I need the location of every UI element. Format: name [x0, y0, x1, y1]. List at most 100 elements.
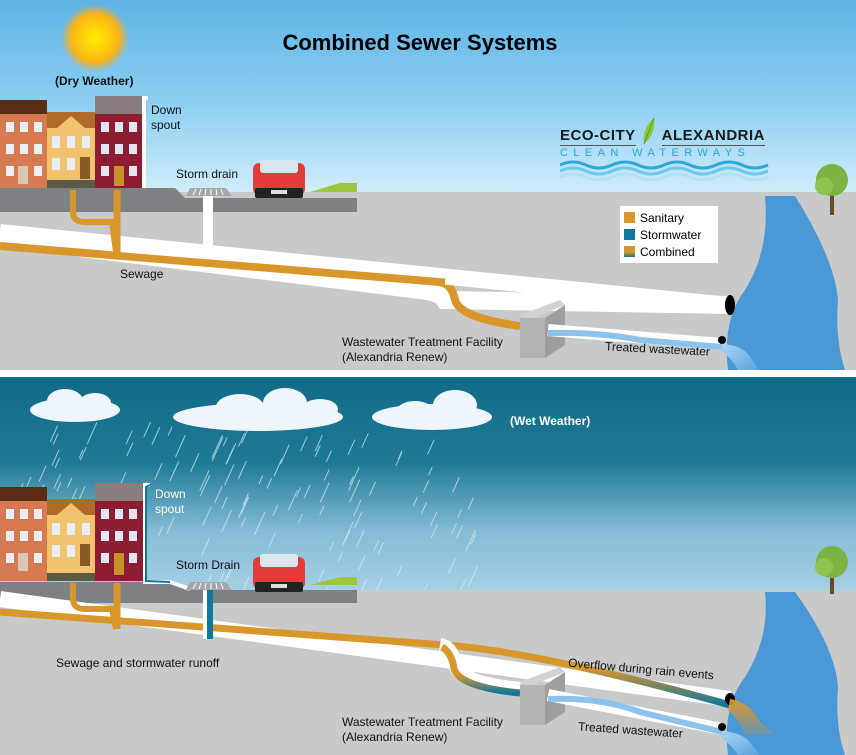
- legend-item-sanitary: Sanitary: [624, 209, 714, 226]
- downspout-label-line2: spout: [155, 502, 185, 516]
- dry-scene: [0, 0, 856, 370]
- rain-streak: [79, 446, 87, 461]
- leaf-icon: [643, 117, 655, 145]
- rain-streak: [465, 529, 476, 552]
- legend: Sanitary Stormwater Combined: [620, 206, 718, 263]
- rain-streak: [349, 476, 354, 486]
- storm-drain-grate: [186, 582, 232, 590]
- rain-streak: [337, 551, 343, 562]
- facility-label-line2: (Alexandria Renew): [342, 350, 448, 364]
- rain-streak: [455, 525, 463, 540]
- rain-streak: [349, 479, 361, 503]
- sewage-label: Sewage: [120, 267, 164, 281]
- rain-streak: [222, 437, 228, 447]
- rain-streak: [166, 516, 175, 534]
- rain-streak: [200, 537, 211, 557]
- legend-label: Stormwater: [640, 227, 702, 242]
- rain-streak: [373, 539, 380, 552]
- rain-streak: [354, 511, 363, 529]
- rain-streak: [422, 480, 430, 493]
- tree-icon: [815, 546, 848, 594]
- legend-swatch-sanitary: [624, 212, 635, 223]
- rain-streak: [78, 449, 84, 459]
- rain-streak: [199, 474, 211, 497]
- legend-item-combined: Combined: [624, 243, 714, 260]
- rain-streak: [38, 465, 47, 482]
- river: [726, 592, 845, 755]
- rain-streak: [368, 481, 376, 496]
- downspout: [142, 96, 148, 188]
- rain-streak: [470, 533, 477, 545]
- rain-streak: [342, 521, 354, 546]
- car: [253, 554, 305, 592]
- rain-streak: [427, 439, 435, 455]
- sun-icon: [61, 4, 129, 72]
- rain-streak: [226, 568, 233, 580]
- rain-streak: [448, 558, 456, 574]
- rain-streak: [214, 485, 223, 503]
- rain-streak: [451, 523, 457, 534]
- rain-streak: [53, 473, 62, 490]
- rain-streak: [167, 426, 173, 436]
- rain-streak: [397, 450, 403, 460]
- storm-drain-label: Storm drain: [176, 167, 239, 181]
- rain-streak: [357, 554, 366, 572]
- rain-streak: [125, 430, 133, 445]
- rain-streak: [355, 530, 365, 548]
- storm-drain-label: Storm Drain: [176, 558, 241, 572]
- rain-streak: [190, 453, 200, 472]
- rain-streak: [56, 481, 62, 492]
- rain-streak: [51, 449, 60, 466]
- rain-streak: [300, 436, 308, 452]
- rain-streak: [225, 448, 234, 465]
- downspout-label-line2: spout: [151, 118, 181, 132]
- rain-streak: [347, 439, 356, 456]
- rain-streak: [429, 511, 438, 527]
- downspout-label-line1: Down: [151, 103, 182, 117]
- rain-streak: [397, 565, 403, 576]
- rain-streak: [348, 467, 360, 491]
- runoff-label: Sewage and stormwater runoff: [56, 656, 220, 670]
- rain-streak: [395, 452, 403, 467]
- rain-streak: [325, 450, 332, 463]
- townhouses: [0, 483, 143, 581]
- rain-streak: [224, 464, 235, 486]
- rain-streak: [237, 496, 249, 519]
- rain-streak: [319, 505, 325, 516]
- wet-scene: [0, 377, 856, 755]
- rain-streak: [353, 499, 362, 517]
- logo-name-right: Alexandria: [661, 127, 766, 146]
- panel-divider: [0, 370, 856, 377]
- rain-streak: [428, 466, 433, 476]
- rain-streak: [287, 490, 298, 511]
- rain-streak: [457, 509, 462, 519]
- rain-streak: [237, 460, 247, 480]
- facility-label-line2: (Alexandria Renew): [342, 730, 448, 744]
- waves-icon: [560, 160, 769, 181]
- rain-streak: [314, 434, 323, 452]
- eco-city-logo: Eco-City Alexandria CLEAN WATERWAYS: [560, 116, 780, 181]
- rain-streak: [314, 444, 321, 457]
- rain-streak: [221, 496, 228, 510]
- rain-streak: [420, 501, 428, 515]
- rain-streak: [273, 458, 283, 477]
- rain-streak: [318, 569, 325, 582]
- downspout: [143, 483, 191, 591]
- rain-streak: [343, 530, 351, 544]
- cloud-icon: [372, 390, 492, 430]
- rain-streak: [211, 436, 224, 462]
- rain-streak: [430, 523, 438, 539]
- rain-streak: [211, 434, 223, 459]
- dry-weather-panel: Combined Sewer Systems (Dry Weather) Dow…: [0, 0, 856, 370]
- legend-label: Combined: [640, 244, 695, 259]
- rain-streak: [52, 433, 59, 445]
- car: [253, 160, 305, 198]
- rain-streak: [268, 532, 276, 548]
- rain-streak: [280, 444, 290, 464]
- rain-streak: [295, 487, 302, 497]
- overflow-discharge: [728, 699, 775, 735]
- rain-streak: [151, 426, 161, 445]
- rain-streak: [157, 526, 163, 536]
- cloud-icon: [30, 389, 120, 422]
- rain-streak: [272, 504, 279, 516]
